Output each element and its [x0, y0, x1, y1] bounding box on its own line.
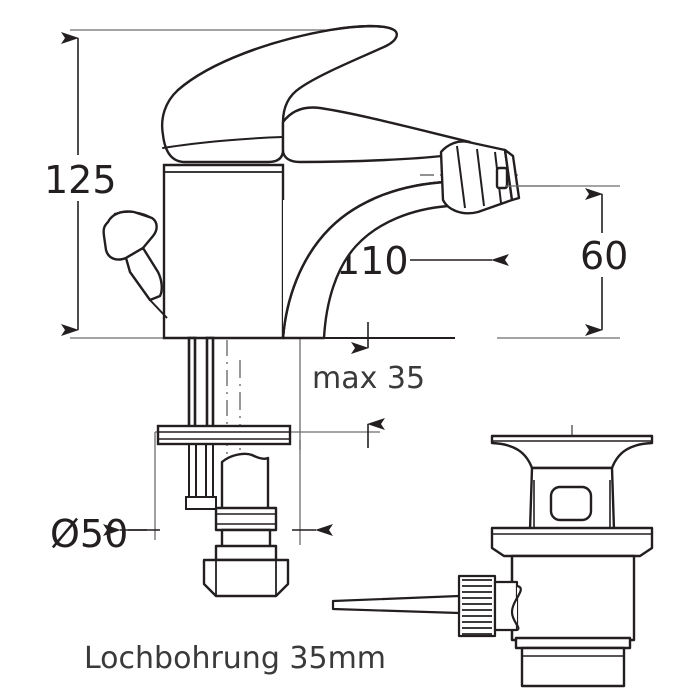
side-knob-highlight	[113, 211, 153, 219]
aerator-rib-2	[476, 148, 485, 207]
knurled-nut-body	[457, 574, 497, 638]
body-outline	[162, 163, 285, 340]
aerator-rib-1	[456, 145, 466, 209]
lever-handle	[161, 24, 398, 164]
base-washer	[156, 424, 292, 446]
mounting-rod-lower-right	[205, 443, 214, 503]
pop-up-waste	[490, 434, 654, 688]
dimension-max35-label: max 35	[312, 361, 425, 396]
dimension-60-text-bg	[578, 233, 636, 277]
hex-nut	[202, 558, 290, 598]
dimension-60-label: 60	[580, 234, 628, 278]
spout-outer-edge	[281, 180, 449, 339]
hole-drilling-note: Lochbohrung 35mm	[84, 641, 386, 676]
mounting-stud	[214, 452, 278, 562]
dimension-max35-text-bg	[308, 355, 450, 397]
mounting-rod-foot	[185, 496, 217, 510]
knurled-nut	[457, 574, 519, 638]
dimension-max35: max 35	[308, 322, 450, 448]
aerator	[439, 140, 521, 215]
dimension-125-label: 125	[44, 158, 117, 202]
spout-fill-mask	[283, 182, 448, 338]
mounting-rod-left	[187, 336, 197, 442]
knurl-ridges	[462, 579, 492, 635]
pull-rod-shaft	[331, 594, 461, 615]
aerator-outlet-slot	[495, 166, 509, 190]
dimension-125: 125	[40, 32, 120, 336]
waste-thread-collar	[514, 636, 632, 650]
mounting-rod-lower-left	[188, 443, 197, 503]
lever-handle-under-crease	[162, 136, 284, 149]
side-knob-stem	[124, 246, 163, 302]
waste-mid-flange	[490, 526, 654, 558]
waste-thread-body	[520, 646, 626, 688]
waste-overflow-slot	[549, 485, 593, 522]
lever-handle-top-edge	[176, 24, 394, 92]
dimension-60: 60	[578, 188, 636, 336]
stud-shaft	[220, 452, 270, 512]
side-knob	[102, 210, 168, 319]
dimension-110: 110	[235, 238, 509, 283]
pull-rod	[331, 594, 461, 615]
stud-collar-lower	[214, 544, 278, 562]
mounting-rod-right	[205, 336, 215, 442]
dimension-diameter50: Ø50	[50, 512, 333, 556]
side-knob-tip	[149, 299, 168, 319]
base-washer-plate	[156, 424, 292, 446]
aerator-outlet-ring	[503, 148, 521, 202]
stud-collar-upper	[214, 506, 278, 532]
dimension-125-text-bg	[40, 155, 120, 201]
waste-lower-barrel	[510, 554, 636, 642]
faucet-body	[162, 163, 285, 340]
waste-rod-boss	[510, 584, 522, 632]
dimension-d50-label: Ø50	[50, 512, 128, 556]
